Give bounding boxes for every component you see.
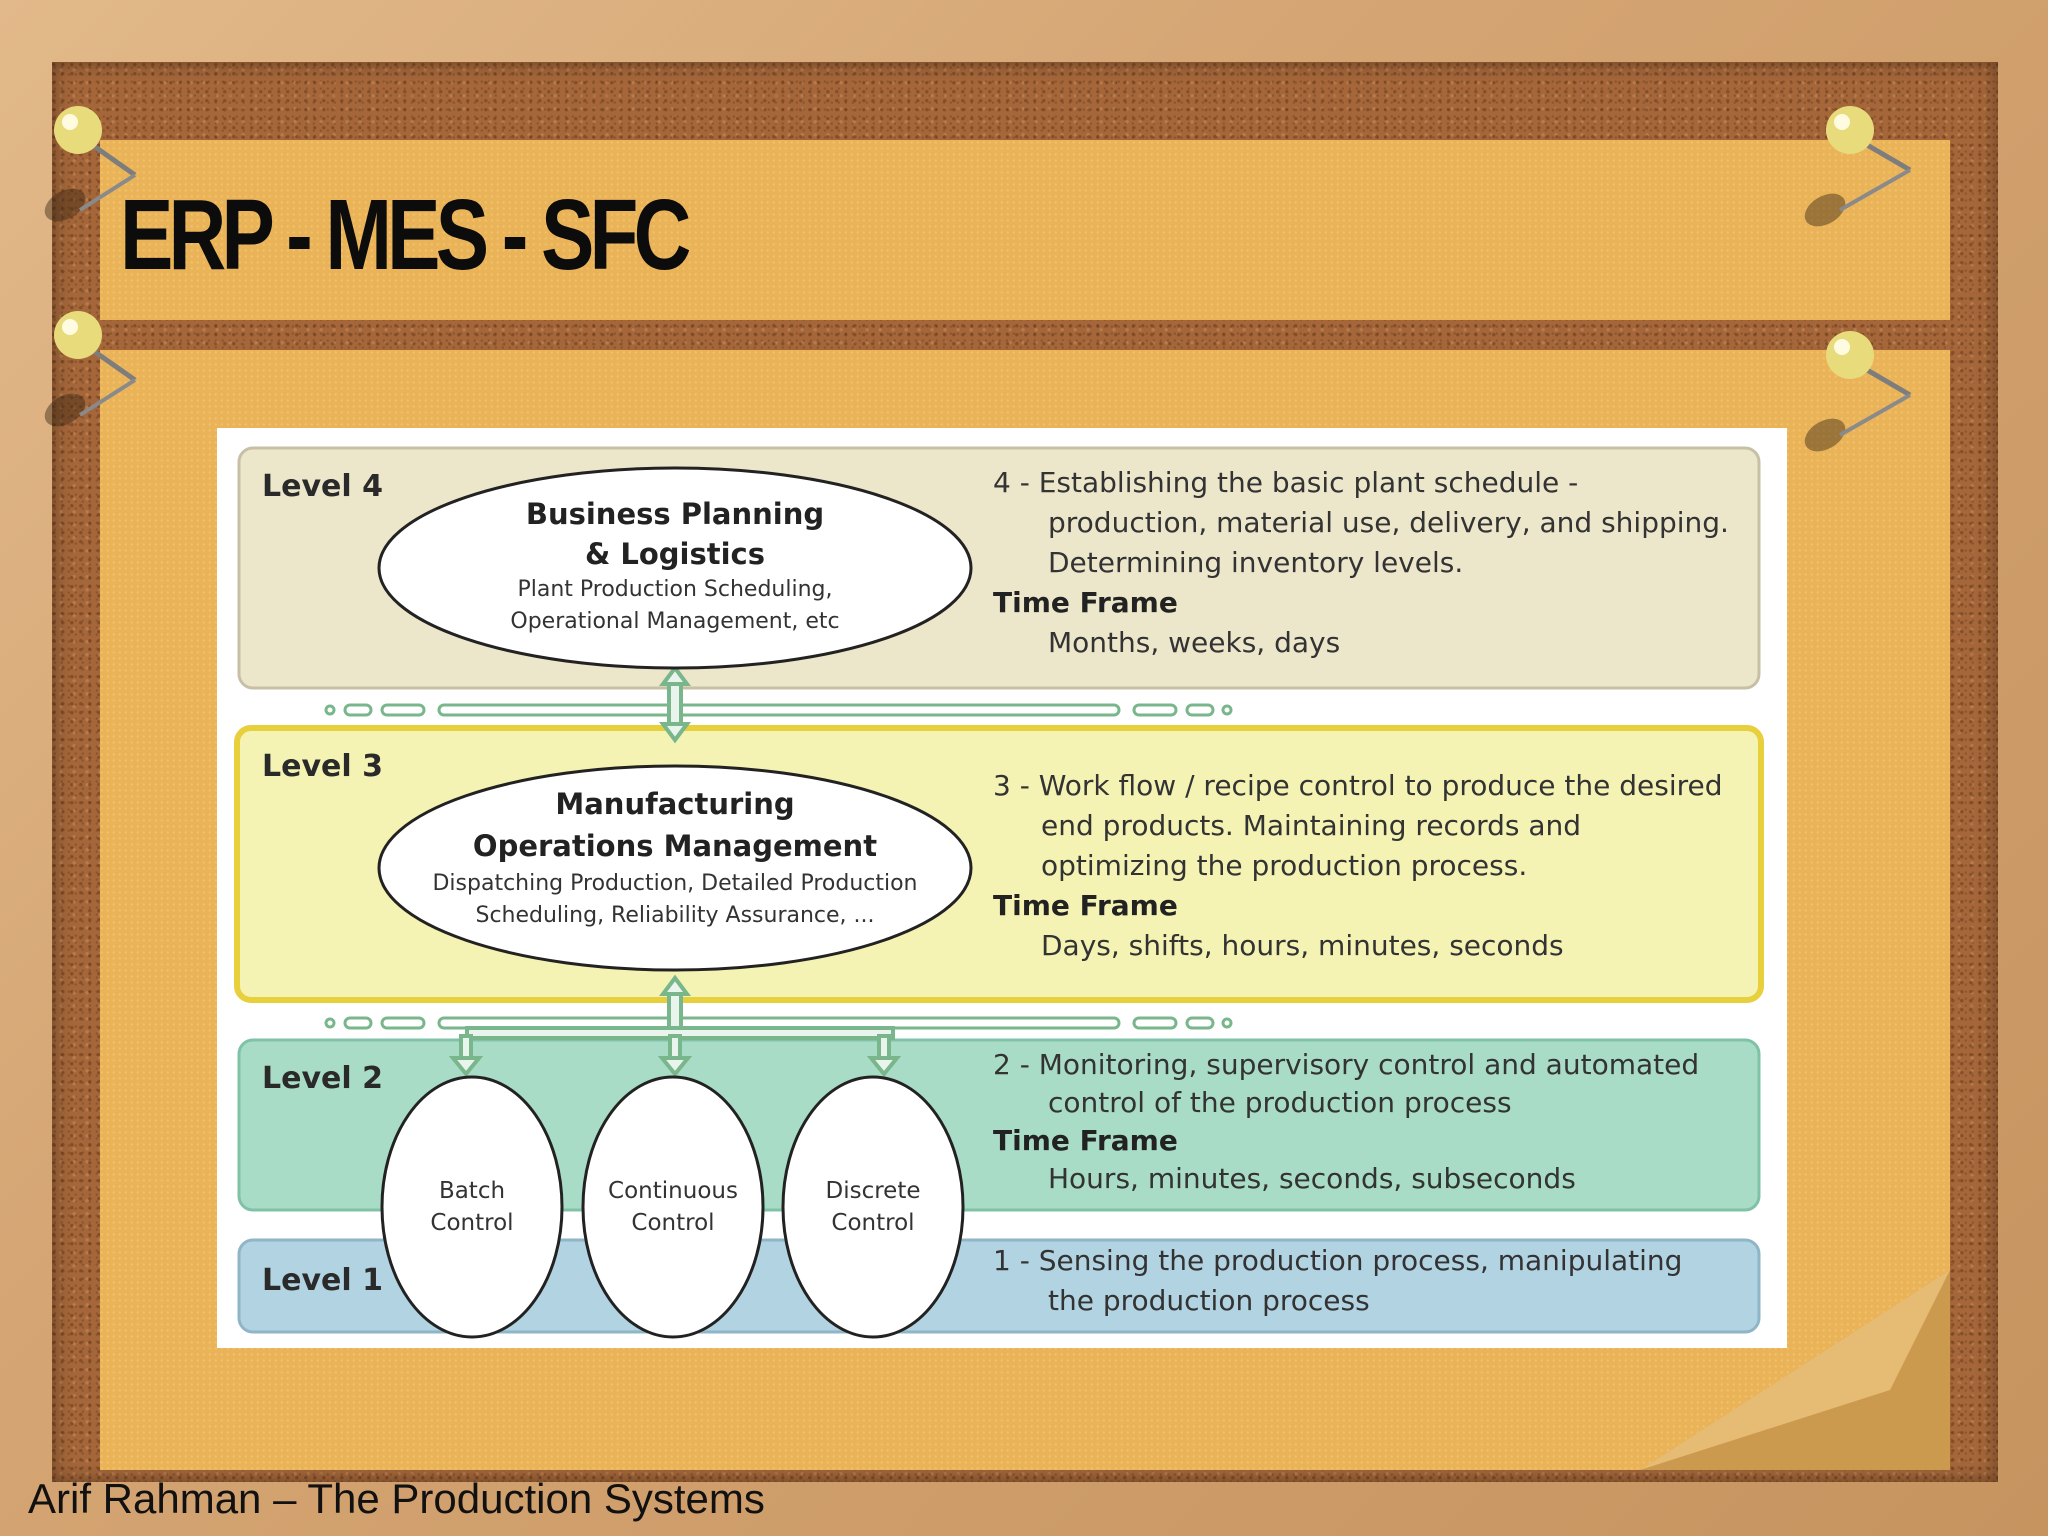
connector-4-3 [659,664,691,744]
level-1-description: the production process [1048,1284,1370,1317]
level-4-description: production, material use, delivery, and … [1048,506,1729,539]
level-4-description: 4 - Establishing the basic plant schedul… [993,466,1578,499]
control-label: Discrete [826,1178,921,1204]
control-label: Control [831,1210,914,1236]
time-frame-label: Time Frame [993,889,1178,922]
level-4-label: Level 4 [262,469,383,504]
level-4-description: Determining inventory levels. [1048,546,1463,579]
footer-credit: Arif Rahman – The Production Systems [28,1475,765,1522]
time-frame-value: Hours, minutes, seconds, subseconds [1048,1162,1576,1195]
pushpin-icon [1804,106,1912,227]
title-paper [100,140,1950,320]
time-frame-label: Time Frame [993,1124,1178,1157]
operations-management-ellipse [377,764,973,972]
pushpin-icon [1804,331,1912,452]
level-1-description: 1 - Sensing the production process, mani… [993,1244,1682,1277]
time-frame-value: Months, weeks, days [1048,626,1340,659]
ellipse-title: Operations Management [473,829,877,863]
separator-4-3 [324,703,1233,717]
level-2-description: 2 - Monitoring, supervisory control and … [993,1048,1699,1081]
control-label: Continuous [608,1178,738,1204]
ellipse-subtitle: Scheduling, Reliability Assurance, ... [475,903,874,928]
control-label: Control [631,1210,714,1236]
connector-3-2 [448,974,902,1078]
level-1-label: Level 1 [262,1263,383,1298]
control-label: Control [430,1210,513,1236]
batch-control-ellipse [380,1075,564,1339]
level-2-description: control of the production process [1048,1086,1512,1119]
page-curl [1640,1270,1950,1470]
ellipse-subtitle: Dispatching Production, Detailed Product… [432,871,917,896]
time-frame-value: Days, shifts, hours, minutes, seconds [1041,929,1564,962]
pushpin-icon [44,311,137,427]
isa95-diagram: Level 4 Level 3 Level 2 Level 1 Business… [217,428,1787,1348]
discrete-control-ellipse [781,1075,965,1339]
continuous-control-ellipse [581,1075,765,1339]
ellipse-title: & Logistics [585,537,765,571]
control-label: Batch [439,1178,505,1204]
ellipse-title: Manufacturing [555,787,794,821]
ellipse-subtitle: Operational Management, etc [510,609,839,634]
level-3-description: optimizing the production process. [1041,849,1527,882]
level-3-description: 3 - Work flow / recipe control to produc… [993,769,1723,802]
ellipse-title: Business Planning [526,497,824,531]
diagram-canvas: Level 4 Level 3 Level 2 Level 1 Business… [234,446,1764,1339]
time-frame-label: Time Frame [993,586,1178,619]
ellipse-subtitle: Plant Production Scheduling, [517,577,832,602]
business-planning-ellipse [377,466,973,670]
level-3-description: end products. Maintaining records and [1041,809,1581,842]
pushpin-icon [44,106,137,222]
level-3-label: Level 3 [262,749,383,784]
level-2-label: Level 2 [262,1061,383,1096]
slide-title: ERP - MES - SFC [120,179,691,291]
